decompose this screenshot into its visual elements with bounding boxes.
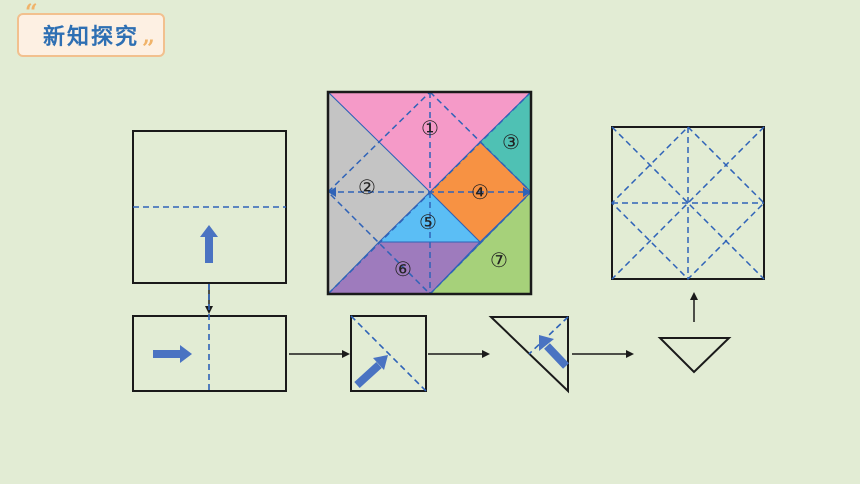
tangram-label-2: ② [358, 175, 376, 199]
section-title: 新知探究 [42, 25, 139, 50]
fold-up-arrow-icon [200, 225, 218, 263]
tangram-label-7: ⑦ [490, 248, 508, 272]
step-2-rectangle [132, 284, 287, 392]
step-5-folded-triangle [657, 337, 732, 374]
tangram-arrowheads-icon [328, 187, 531, 197]
tangram-label-5: ⑤ [419, 210, 437, 234]
fold-right-arrow-icon [153, 345, 192, 363]
step-4-triangle [488, 316, 569, 394]
quote-mark-close-icon: ” [142, 36, 155, 62]
step-6-crease-pattern [610, 125, 766, 281]
tangram-label-3: ③ [502, 130, 520, 154]
tangram-label-4: ④ [471, 180, 489, 204]
step-1-square [132, 130, 287, 284]
quote-mark-open-icon: “ [25, 0, 38, 26]
section-banner: 新知探究 [17, 13, 165, 57]
tangram-square: ① ② ③ ④ ⑤ ⑥ ⑦ [326, 90, 533, 296]
fold-up-left-arrow-icon [539, 335, 569, 369]
tangram-label-6: ⑥ [394, 257, 412, 281]
tangram-label-1: ① [421, 116, 439, 140]
step-3-small-square [350, 315, 427, 392]
fold-diagonal-arrow-icon [354, 355, 388, 388]
